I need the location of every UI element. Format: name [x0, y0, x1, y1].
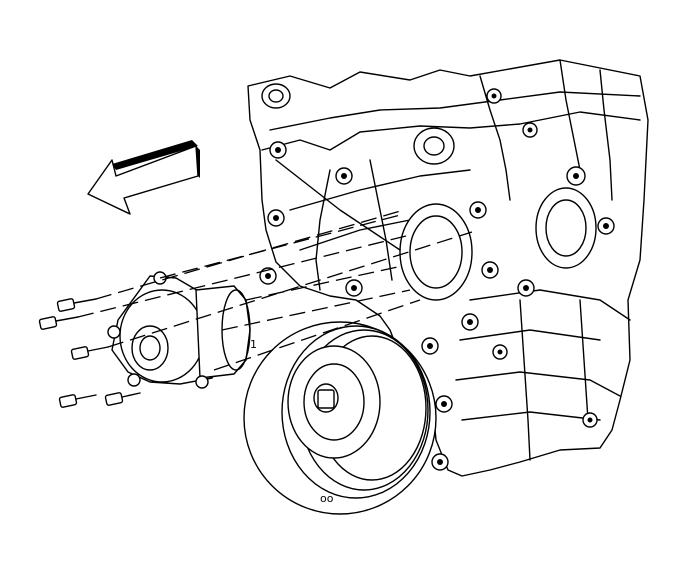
bolt-2 — [38, 316, 79, 330]
bolt-3 — [70, 346, 109, 360]
alignment-lines — [77, 209, 473, 371]
block-bolt-bosses — [259, 88, 615, 471]
callout-oo: oo — [320, 492, 334, 505]
crankshaft-pulley: oo — [243, 321, 437, 515]
bolt-5 — [104, 392, 141, 406]
direction-arrow-icon — [87, 140, 200, 215]
bolt-1 — [56, 298, 97, 312]
bolt-4 — [58, 394, 97, 408]
pump-bolts — [38, 298, 141, 408]
engine-block — [247, 59, 649, 477]
callout-1: 1 — [250, 338, 257, 351]
